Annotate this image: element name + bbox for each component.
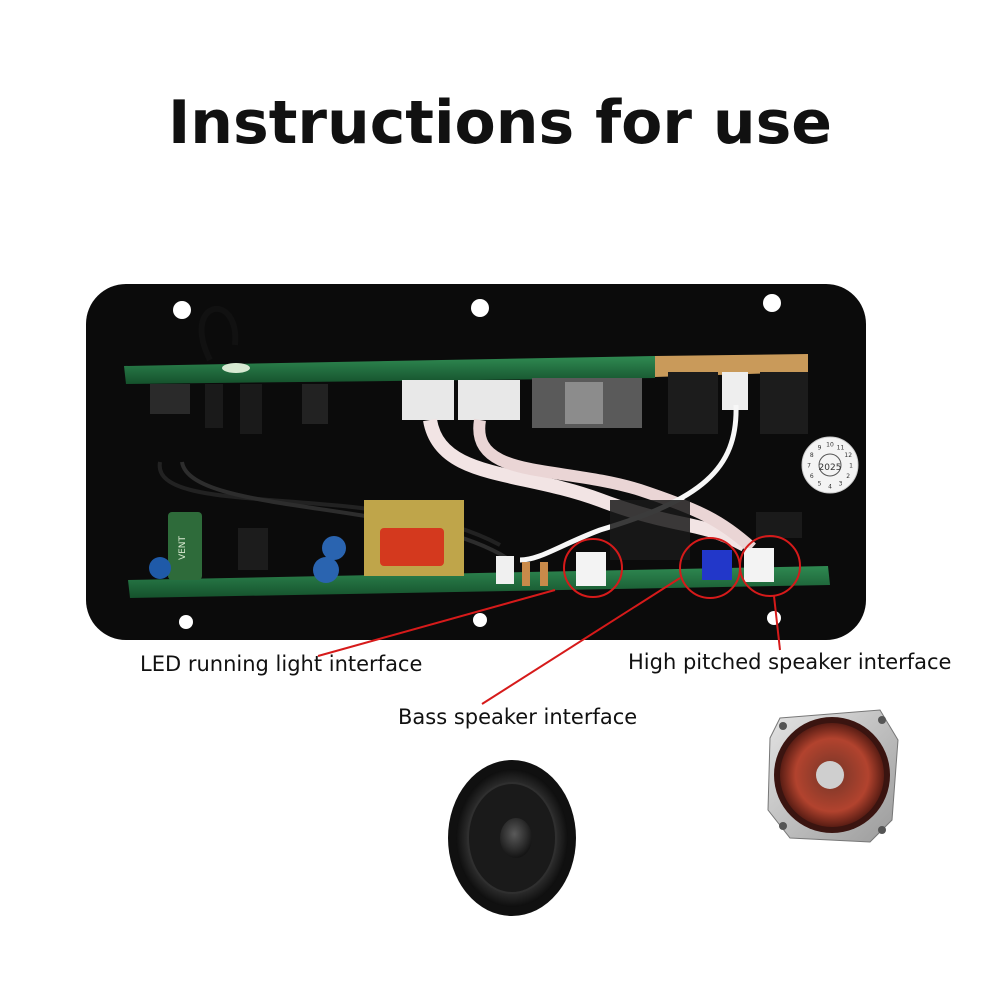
bass-interface-label: Bass speaker interface [398, 705, 638, 729]
date-stamp-number: 7 [807, 463, 811, 470]
page-title: Instructions for use [167, 88, 832, 158]
lower-pcb: VENT [128, 500, 830, 598]
bass-leader-line [481, 577, 681, 705]
date-stamp-year: 2025 [819, 463, 842, 473]
date-stamp-number: 2 [846, 473, 850, 480]
led-interface-label: LED running light interface [140, 652, 423, 676]
woofer-image [448, 760, 576, 916]
date-stamp-number: 1 [849, 463, 853, 470]
date-stamp-number: 5 [818, 481, 822, 488]
wiring [157, 404, 756, 563]
annotations [317, 535, 801, 705]
date-stamp-number: 6 [810, 473, 814, 480]
high-pitched-interface-label: High pitched speaker interface [628, 650, 952, 674]
led-leader-line [317, 589, 556, 657]
date-stamp-number: 3 [839, 481, 843, 488]
date-stamp-number: 4 [828, 484, 832, 491]
date-stamp-number: 12 [844, 452, 852, 459]
date-stamp-number: 10 [826, 442, 834, 449]
capacitor-brand: VENT [178, 535, 188, 560]
bass-connector-highlight [563, 538, 623, 598]
potentiometer [702, 550, 732, 580]
date-stamp-number: 8 [810, 452, 814, 459]
bass-speaker-connector [576, 552, 606, 586]
upper-pcb [124, 305, 808, 434]
tweeter-image [767, 709, 899, 843]
date-stamp-number: 9 [818, 444, 822, 451]
tweeter-connector-highlight [739, 535, 801, 597]
mounting-holes [173, 294, 781, 629]
tweeter-connector [744, 548, 774, 582]
high-leader-line [773, 595, 781, 651]
date-stamp-number: 11 [837, 444, 845, 451]
